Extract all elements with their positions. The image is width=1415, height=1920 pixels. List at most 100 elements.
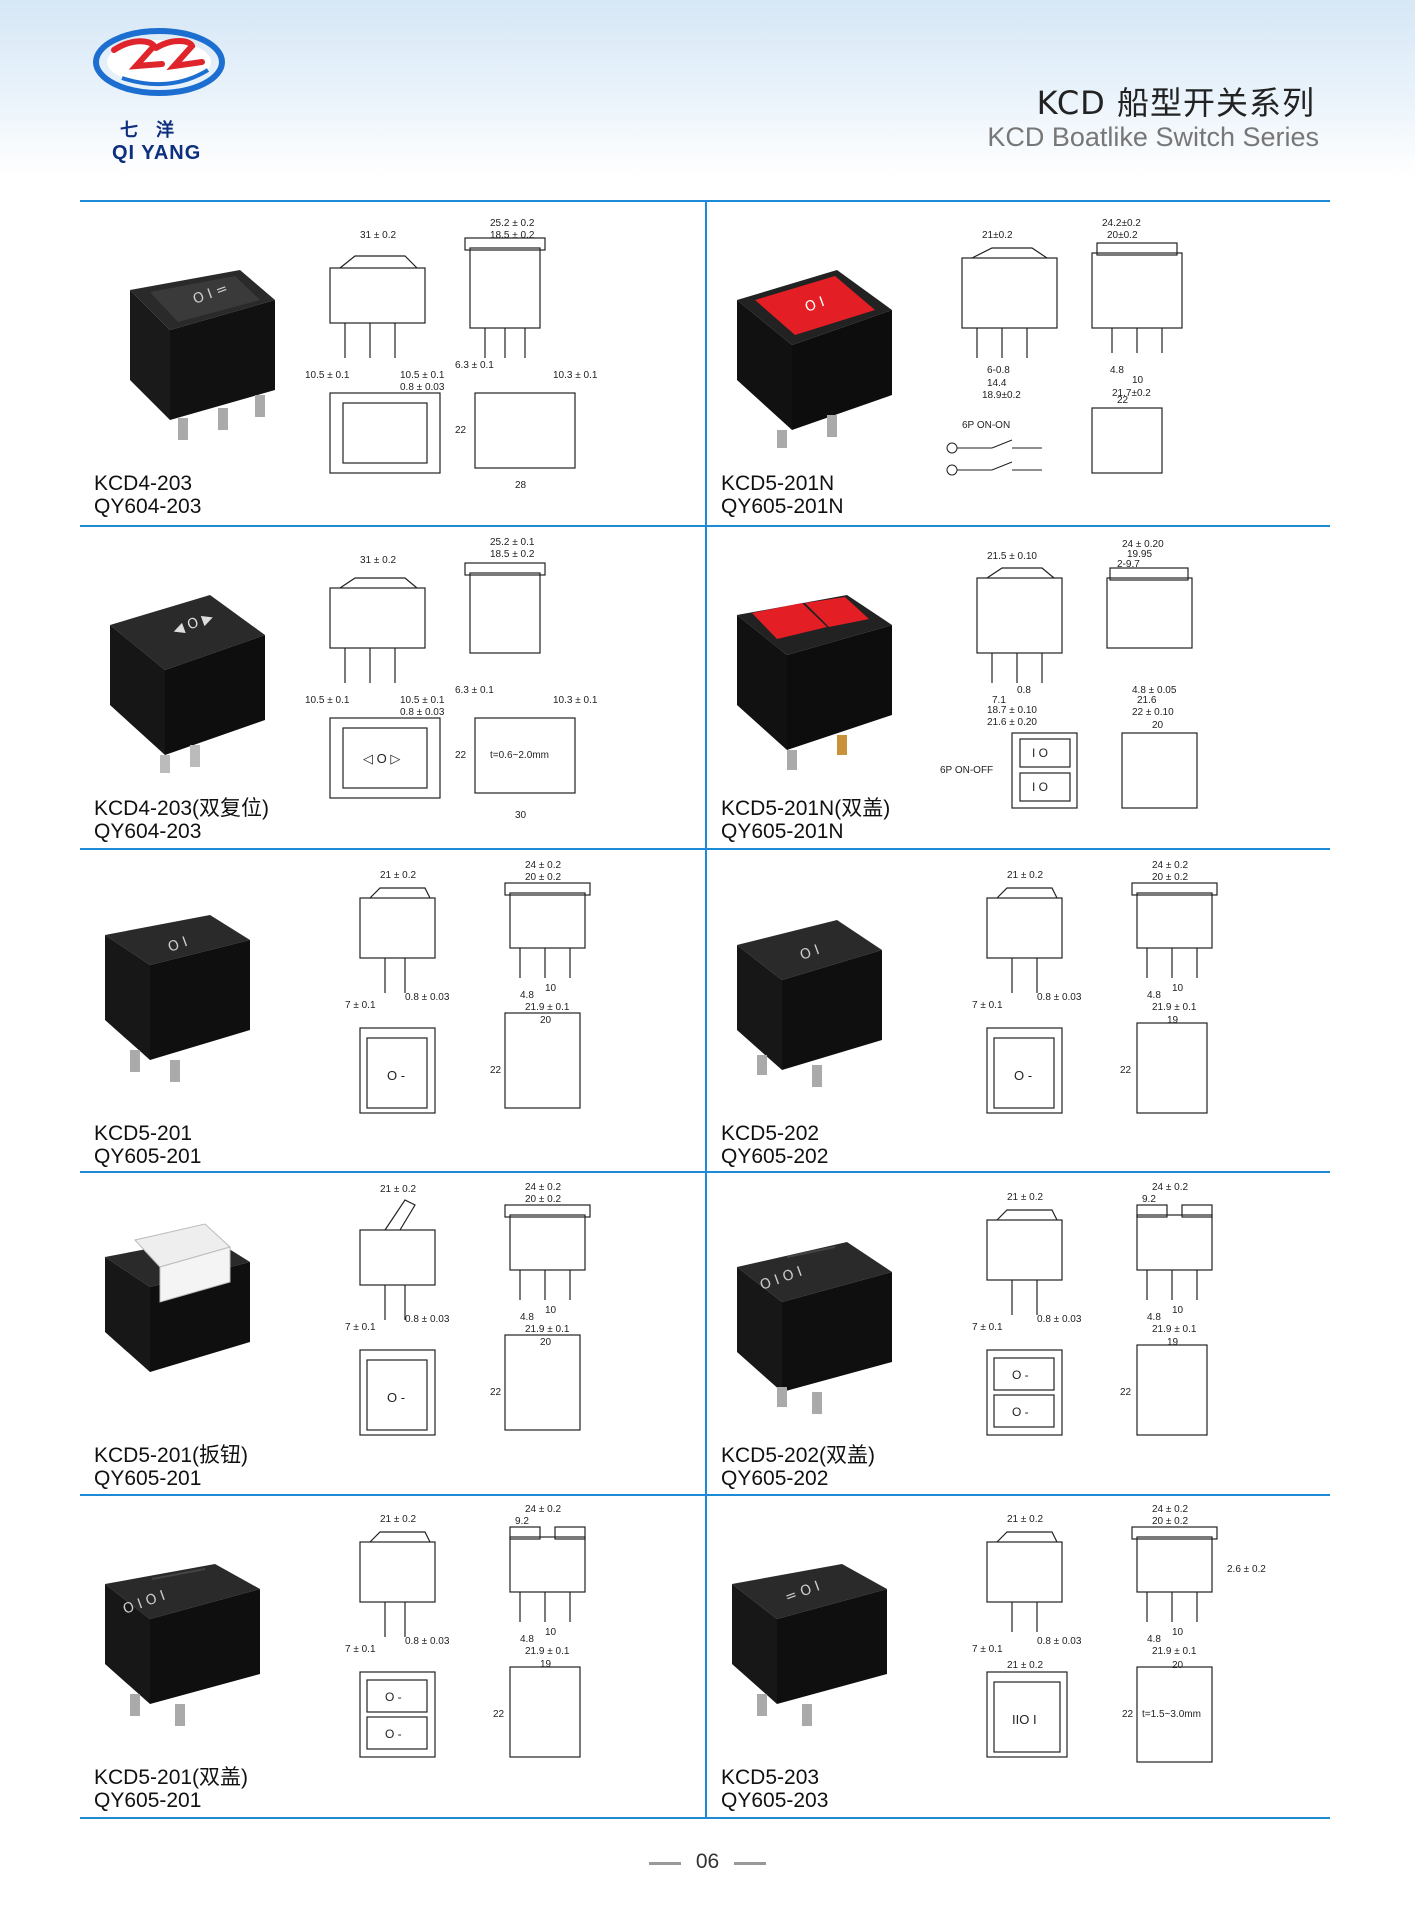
grid-divider [80, 1494, 1330, 1496]
svg-text:4.8: 4.8 [1110, 365, 1124, 376]
svg-text:9.2: 9.2 [1142, 1194, 1156, 1205]
svg-text:10: 10 [545, 1305, 557, 1316]
svg-text:22: 22 [455, 750, 467, 761]
svg-text:IIO I: IIO I [1012, 1712, 1037, 1727]
svg-text:19: 19 [1167, 1015, 1179, 1026]
svg-text:19: 19 [1167, 1337, 1179, 1348]
svg-text:7 ± 0.1: 7 ± 0.1 [972, 1644, 1003, 1655]
grid-divider [80, 525, 1330, 527]
dimension-drawing: 21 ± 0.224 ± 0.29.2 7 ± 0.10.8 ± 0.03 4.… [972, 1182, 1213, 1436]
footer-dash [649, 1862, 682, 1866]
svg-text:21.7±0.2: 21.7±0.2 [1112, 388, 1151, 399]
page-number: 06 [695, 1850, 720, 1873]
brand-name-en: QI YANG [112, 142, 202, 164]
model-label: KCD5-202 QY605-202 [721, 1122, 828, 1168]
svg-text:10: 10 [1132, 375, 1144, 386]
svg-text:22 ± 0.10: 22 ± 0.10 [1132, 707, 1174, 718]
svg-text:0.8 ± 0.03: 0.8 ± 0.03 [405, 1636, 450, 1647]
dimension-drawing: 21 ± 0.224 ± 0.220 ± 0.2 7 ± 0.10.8 ± 0.… [972, 860, 1218, 1114]
svg-text:7 ± 0.1: 7 ± 0.1 [345, 1000, 376, 1011]
product-photo [105, 1223, 250, 1372]
svg-text:7.1: 7.1 [992, 695, 1006, 706]
model-name: KCD4-203 [94, 472, 193, 495]
svg-text:30: 30 [515, 810, 527, 821]
model-code: QY605-201 [94, 1789, 202, 1812]
svg-text:22: 22 [455, 425, 467, 436]
svg-text:O -: O - [385, 1690, 402, 1704]
model-label: KCD5-203 QY605-203 [721, 1766, 828, 1812]
svg-text:6.3 ± 0.1: 6.3 ± 0.1 [455, 685, 494, 696]
svg-text:24 ± 0.2: 24 ± 0.2 [1152, 860, 1189, 871]
footer-dash [733, 1862, 766, 1866]
svg-text:O -: O - [387, 1068, 405, 1083]
svg-text:6-0.8: 6-0.8 [987, 365, 1010, 376]
model-label: KCD4-203(双复位) QY604-203 [94, 797, 269, 843]
model-name: KCD5-201N [721, 472, 835, 495]
svg-text:14.4: 14.4 [987, 378, 1007, 389]
svg-text:19: 19 [540, 1659, 552, 1670]
svg-text:21.5 ± 0.10: 21.5 ± 0.10 [987, 551, 1037, 562]
dimension-drawing: 21±0.224.2±0.220±0.2 6-0.814.418.9±0.2 4… [946, 218, 1183, 476]
svg-text:20±0.2: 20±0.2 [1107, 230, 1138, 241]
svg-text:I O: I O [1032, 746, 1048, 760]
svg-text:0.8 ± 0.03: 0.8 ± 0.03 [1037, 992, 1082, 1003]
svg-text:7 ± 0.1: 7 ± 0.1 [972, 1322, 1003, 1333]
svg-text:22: 22 [490, 1387, 502, 1398]
svg-text:10.3 ± 0.1: 10.3 ± 0.1 [553, 370, 598, 381]
svg-text:10: 10 [1172, 1627, 1184, 1638]
product-photo: O I [737, 920, 882, 1087]
svg-text:22: 22 [1122, 1709, 1134, 1720]
model-name: KCD5-201N(双盖) [721, 797, 891, 820]
svg-text:4.8: 4.8 [1147, 990, 1161, 1001]
svg-text:O -: O - [1012, 1405, 1029, 1419]
brand-name-cn: 七洋 [120, 120, 192, 141]
svg-text:10: 10 [545, 983, 557, 994]
dimension-drawing: 21 ± 0.2 24 ± 0.220 ± 0.2 7 ± 0.1 0.8 ± 0.… [972, 1504, 1266, 1763]
grid-divider [705, 202, 707, 1817]
svg-text:10.5 ± 0.1: 10.5 ± 0.1 [400, 370, 445, 381]
model-code: QY605-201 [94, 1467, 202, 1490]
svg-text:0.8 ± 0.03: 0.8 ± 0.03 [1037, 1636, 1082, 1647]
svg-text:21 ± 0.2: 21 ± 0.2 [380, 870, 417, 881]
model-name: KCD4-203(双复位) [94, 797, 270, 820]
model-name: KCD5-201 [94, 1122, 193, 1145]
svg-text:O -: O - [1012, 1368, 1029, 1382]
svg-text:21 ± 0.2: 21 ± 0.2 [1007, 1192, 1044, 1203]
model-code: QY605-202 [721, 1145, 829, 1168]
svg-text:24 ± 0.2: 24 ± 0.2 [1152, 1504, 1189, 1515]
svg-text:20: 20 [1172, 1660, 1184, 1671]
svg-text:21 ± 0.2: 21 ± 0.2 [1007, 1660, 1044, 1671]
product-photo: O I [105, 915, 250, 1082]
svg-text:O -: O - [385, 1727, 402, 1741]
svg-text:6P ON-OFF: 6P ON-OFF [940, 765, 993, 776]
page-title-en: KCD Boatlike Switch Series [987, 122, 1319, 152]
svg-text:22: 22 [1117, 395, 1129, 406]
dimension-drawing: 21 ± 0.224 ± 0.29.2 7 ± 0.10.8 ± 0.03 4.… [345, 1504, 586, 1758]
model-label: KCD5-201(双盖) QY605-201 [94, 1766, 248, 1812]
svg-text:21.9 ± 0.1: 21.9 ± 0.1 [1152, 1646, 1197, 1657]
svg-text:4.8: 4.8 [1147, 1634, 1161, 1645]
svg-text:20 ± 0.2: 20 ± 0.2 [1152, 1516, 1189, 1527]
svg-text:10: 10 [1172, 983, 1184, 994]
svg-text:6P ON-ON: 6P ON-ON [962, 420, 1010, 431]
model-code: QY605-202 [721, 1467, 829, 1490]
svg-text:10: 10 [545, 1627, 557, 1638]
svg-text:22: 22 [493, 1709, 505, 1720]
svg-text:7 ± 0.1: 7 ± 0.1 [345, 1322, 376, 1333]
grid-divider [80, 848, 1330, 850]
svg-text:22: 22 [490, 1065, 502, 1076]
svg-text:21.9 ± 0.1: 21.9 ± 0.1 [525, 1002, 570, 1013]
svg-text:18.5 ± 0.2: 18.5 ± 0.2 [490, 230, 535, 241]
dimension-drawing: 21 ± 0.224 ± 0.220 ± 0.2 7 ± 0.10.8 ± 0.… [345, 860, 591, 1114]
svg-text:O -: O - [387, 1390, 405, 1405]
svg-text:7 ± 0.1: 7 ± 0.1 [972, 1000, 1003, 1011]
model-code: QY605-201 [94, 1145, 202, 1168]
